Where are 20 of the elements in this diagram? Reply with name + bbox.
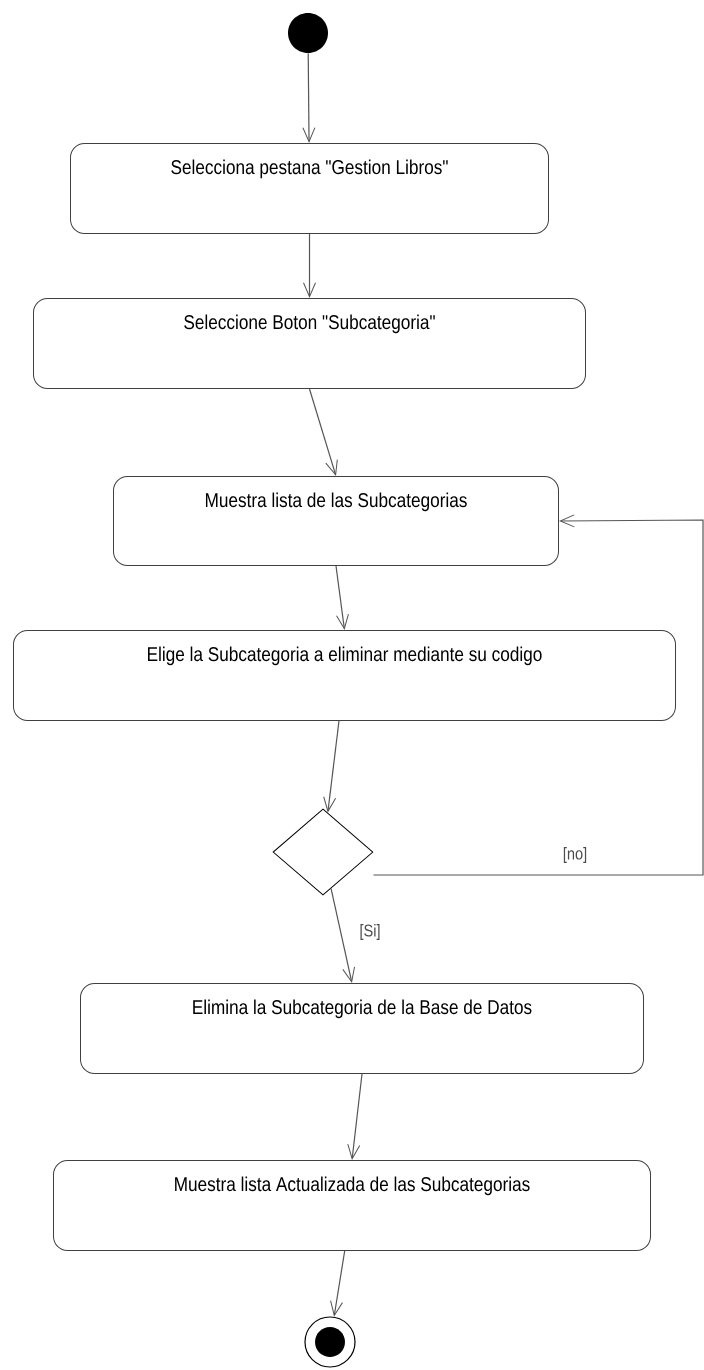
edge-label: [Si] bbox=[358, 923, 382, 941]
arrow bbox=[303, 233, 316, 298]
arrow bbox=[330, 1250, 346, 1316]
decision-diamond bbox=[272, 808, 374, 896]
action-box: Muestra lista Actualizada de las Subcategorias bbox=[53, 1160, 651, 1251]
arrow bbox=[372, 514, 704, 876]
initial-node bbox=[288, 13, 328, 53]
action-box: Muestra lista de las Subcategorias bbox=[113, 476, 559, 566]
action-box: Seleccione Boton "Subcategoria" bbox=[33, 298, 586, 389]
arrow bbox=[330, 887, 355, 983]
action-box: Elimina la Subcategoria de la Base de Datos bbox=[80, 983, 644, 1074]
arrow bbox=[323, 720, 340, 812]
arrow bbox=[347, 1073, 363, 1160]
arrow bbox=[335, 565, 349, 630]
arrow bbox=[308, 388, 338, 476]
action-box: Elige la Subcategoria a eliminar mediante su codigo bbox=[13, 630, 676, 721]
arrow bbox=[302, 52, 316, 143]
final-node bbox=[304, 1316, 356, 1368]
action-box: Selecciona pestana "Gestion Libros" bbox=[70, 143, 549, 234]
edge-label: [no] bbox=[561, 846, 589, 864]
